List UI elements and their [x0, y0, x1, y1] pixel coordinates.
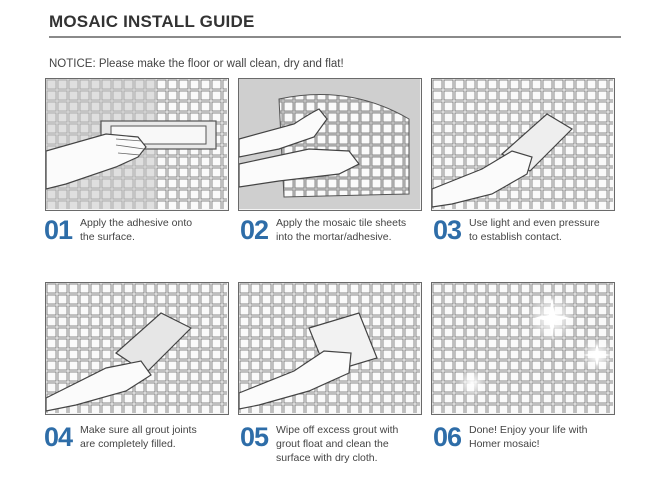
step-2-illustration	[238, 78, 422, 211]
step-1-caption: 01 Apply the adhesive onto the surface.	[44, 217, 234, 257]
step-5-text: Wipe off excess grout with grout float a…	[276, 424, 399, 464]
notice-text: NOTICE: Please make the floor or wall cl…	[49, 58, 344, 70]
step-4-number: 04	[44, 422, 73, 452]
step-1-text: Apply the adhesive onto the surface.	[80, 217, 193, 243]
title-rule	[49, 36, 621, 38]
guide-title: MOSAIC INSTALL GUIDE	[49, 12, 255, 31]
step-2-number: 02	[240, 215, 269, 245]
step-3-caption: 03 Use light and even pressure to establ…	[433, 217, 623, 257]
step-4-caption: 04 Make sure all grout joints are comple…	[44, 424, 234, 464]
step-6-caption: 06 Done! Enjoy your life with Homer mosa…	[433, 424, 623, 464]
step-4-illustration	[45, 282, 229, 415]
step-5-number: 05	[240, 422, 269, 452]
step-4-text: Make sure all grout joints are completel…	[80, 424, 197, 450]
step-6-number: 06	[433, 422, 462, 452]
step-6-text: Done! Enjoy your life with Homer mosaic!	[469, 424, 588, 450]
step-3-number: 03	[433, 215, 462, 245]
step-3-illustration	[431, 78, 615, 211]
step-1-illustration	[45, 78, 229, 211]
step-3-text: Use light and even pressure to establish…	[469, 217, 600, 243]
step-1-number: 01	[44, 215, 73, 245]
step-5-caption: 05 Wipe off excess grout with grout floa…	[240, 422, 430, 465]
step-2-caption: 02 Apply the mosaic tile sheets into the…	[240, 217, 430, 257]
step-5-illustration	[238, 282, 422, 415]
step-6-illustration	[431, 282, 615, 415]
step-2-text: Apply the mosaic tile sheets into the mo…	[276, 217, 407, 243]
